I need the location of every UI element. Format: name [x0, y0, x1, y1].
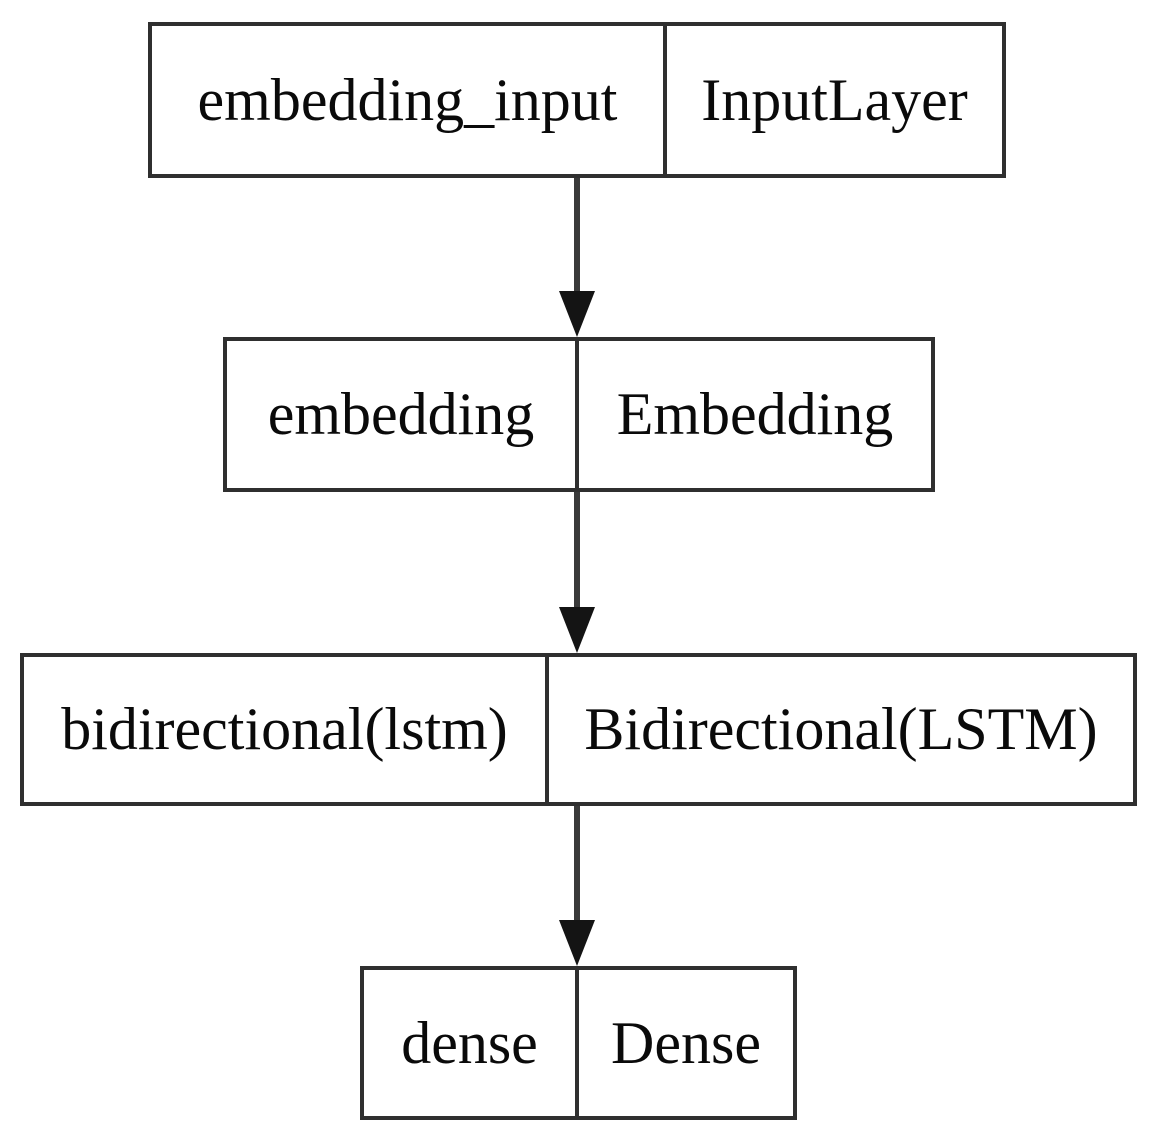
layer-name: bidirectional(lstm) [61, 696, 508, 762]
layer-type: Embedding [575, 341, 931, 488]
arrowhead-down-icon [559, 291, 595, 337]
arrowhead-down-icon [559, 920, 595, 966]
edge-line [574, 178, 580, 297]
layer-name: dense [401, 1009, 538, 1076]
edge-input-to-embedding [559, 178, 595, 337]
layer-type: InputLayer [663, 26, 1002, 174]
edge-line [574, 492, 580, 613]
edge-embedding-to-bidirectional [559, 492, 595, 653]
layer-type: Bidirectional(LSTM) [545, 657, 1133, 802]
layer-type: Dense [575, 970, 793, 1116]
layer-name: embedding [267, 381, 535, 447]
node-embedding: embedding Embedding [223, 337, 935, 492]
arrowhead-down-icon [559, 607, 595, 653]
node-bidirectional-lstm: bidirectional(lstm) Bidirectional(LSTM) [20, 653, 1137, 806]
node-embedding-input: embedding_input InputLayer [148, 22, 1006, 178]
edge-line [574, 806, 580, 926]
edge-bidirectional-to-dense [559, 806, 595, 966]
layer-name: embedding_input [197, 66, 618, 133]
node-dense: dense Dense [360, 966, 797, 1120]
